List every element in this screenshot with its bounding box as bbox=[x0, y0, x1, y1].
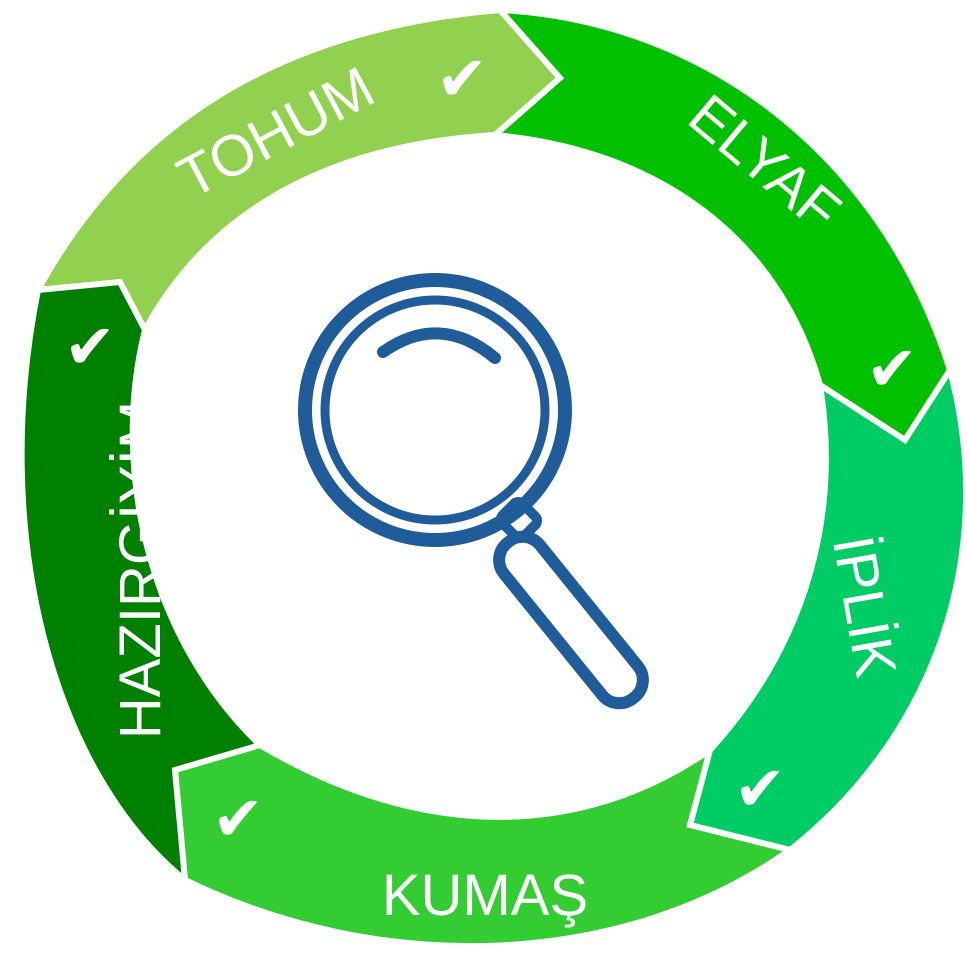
stage-iplik-check-icon: ✔ bbox=[734, 752, 786, 825]
lens-glare bbox=[377, 327, 501, 364]
cycle-segments bbox=[18, 6, 967, 950]
stage-kumas-label: KUMAŞ bbox=[382, 863, 588, 928]
stage-tohum-check-icon: ✔ bbox=[436, 42, 488, 115]
lens-inner-ring bbox=[320, 295, 550, 525]
stage-elyaf-check-icon: ✔ bbox=[866, 332, 918, 405]
stage-hazirgiyim-segment bbox=[18, 278, 266, 887]
magnifying-glass-icon bbox=[298, 273, 649, 710]
stage-hazirgiyim-check-icon: ✔ bbox=[64, 310, 116, 383]
stage-iplik-segment bbox=[686, 362, 967, 854]
handle-collar bbox=[495, 496, 543, 544]
magnifier-handle bbox=[493, 530, 649, 710]
stage-kumas-check-icon: ✔ bbox=[212, 782, 264, 855]
lens-outer-ring bbox=[298, 273, 572, 547]
stage-hazirgiyim-label: HAZIRGİYİM bbox=[108, 401, 173, 739]
